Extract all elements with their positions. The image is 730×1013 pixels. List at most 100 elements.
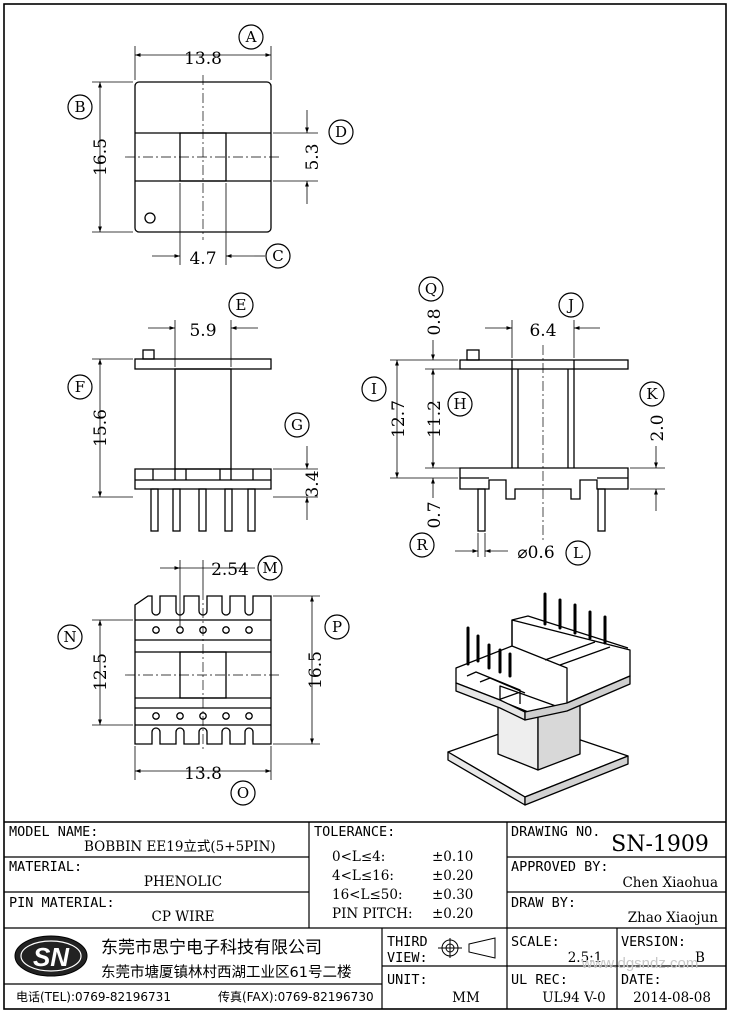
bottom-pin-hole-4 — [222, 626, 230, 634]
top-view — [92, 46, 318, 265]
company-name: 东莞市思宁电子科技有限公司 — [101, 938, 322, 958]
tolerance-value-1: ±0.10 — [432, 849, 473, 865]
bottom-pin-hole-1 — [152, 626, 160, 634]
callout-n: N — [63, 628, 76, 646]
dim-c-text: 4.7 — [189, 249, 216, 269]
front-view-base — [134, 468, 272, 490]
pin-one-mark — [144, 212, 156, 224]
bottom-pin-hole-9 — [222, 712, 230, 720]
dim-l-text: ⌀0.6 — [517, 543, 554, 563]
company-logo: SN — [14, 935, 88, 977]
dim-m-text: 2.54 — [211, 560, 249, 580]
callout-g: G — [291, 416, 303, 434]
ul-rec-value: UL94 V-0 — [542, 990, 605, 1006]
dim-h-text: 11.2 — [425, 400, 445, 438]
material-label: MATERIAL: — [9, 859, 82, 875]
date-value: 2014-08-08 — [633, 990, 711, 1006]
scale-label: SCALE: — [511, 934, 560, 950]
isometric-view — [447, 592, 631, 806]
dim-r-text: 0.7 — [425, 501, 445, 528]
third-angle-projection-icon — [438, 937, 496, 959]
bottom-pin-hole-10 — [245, 712, 253, 720]
pin-material-label: PIN MATERIAL: — [9, 895, 115, 911]
unit-label: UNIT: — [387, 972, 428, 988]
dim-j-text: 6.4 — [529, 321, 556, 341]
dim-d-text: 5.3 — [303, 143, 323, 170]
side-view-top-nub — [466, 349, 480, 361]
dim-b-text: 16.5 — [91, 138, 111, 176]
side-view-top-flange — [459, 359, 629, 370]
draw-by-value: Zhao Xiaojun — [628, 910, 719, 926]
front-pin-4 — [224, 488, 233, 532]
callout-i: I — [371, 380, 377, 398]
version-label: VERSION: — [621, 934, 686, 950]
callout-r: R — [416, 536, 428, 554]
drawing-no-value: SN-1909 — [611, 832, 709, 857]
callout-h: H — [453, 395, 466, 413]
tolerance-range-3: 16<L≤50: — [332, 887, 403, 903]
dim-o-text: 13.8 — [184, 764, 222, 784]
dim-p-text: 16.5 — [306, 651, 326, 689]
tolerance-range-1: 0<L≤4: — [332, 849, 385, 865]
front-pin-5 — [247, 488, 256, 532]
callout-c: C — [272, 247, 283, 265]
front-view-winding-tube — [174, 368, 232, 470]
callout-p: P — [332, 618, 342, 636]
side-pin-right — [597, 488, 606, 532]
model-name-value: BOBBIN EE19立式(5+5PIN) — [84, 839, 276, 855]
tolerance-value-4: ±0.20 — [432, 906, 473, 922]
front-pin-1 — [150, 488, 159, 532]
bottom-pin-hole-2 — [176, 626, 184, 634]
dim-k-text: 2.0 — [648, 414, 668, 441]
dim-e-text: 5.9 — [189, 321, 216, 341]
tolerance-range-2: 4<L≤16: — [332, 868, 394, 884]
unit-value: MM — [452, 990, 480, 1006]
callout-e: E — [236, 296, 247, 314]
company-fax: 传真(FAX):0769-82196730 — [218, 989, 374, 1004]
side-view-base — [459, 467, 629, 500]
bottom-pin-hole-5 — [245, 626, 253, 634]
callout-k: K — [646, 385, 658, 403]
bottom-pin-hole-7 — [176, 712, 184, 720]
callout-l: L — [573, 544, 583, 562]
company-tel: 电话(TEL):0769-82196731 — [16, 990, 171, 1004]
callout-a: A — [245, 28, 257, 46]
bottom-view — [92, 560, 320, 780]
dim-f-text: 15.6 — [91, 409, 111, 447]
tolerance-range-4: PIN PITCH: — [332, 906, 413, 922]
pin-material-value: CP WIRE — [152, 909, 215, 925]
logo-text: SN — [33, 942, 70, 972]
side-view — [390, 320, 665, 557]
bottom-view-outline — [134, 595, 272, 745]
tolerance-value-3: ±0.30 — [432, 887, 473, 903]
third-view-label-2: VIEW: — [387, 950, 428, 966]
callout-m: M — [262, 559, 277, 577]
callout-o: O — [237, 784, 249, 802]
side-pin-left — [477, 488, 486, 532]
callout-b: B — [74, 98, 85, 116]
dim-q-text: 0.8 — [425, 308, 445, 335]
front-view-top-flange — [134, 358, 272, 370]
bottom-pin-hole-6 — [152, 712, 160, 720]
dim-i-text: 12.7 — [389, 400, 409, 438]
title-block — [4, 821, 726, 1009]
scale-value: 2.5:1 — [568, 950, 603, 966]
draw-by-label: DRAW BY: — [511, 895, 576, 911]
sheet-border — [3, 3, 727, 1010]
front-view — [92, 320, 318, 532]
tolerance-value-2: ±0.20 — [432, 868, 473, 884]
dim-g-text: 3.4 — [303, 470, 323, 497]
callout-f: F — [75, 378, 85, 396]
material-value: PHENOLIC — [144, 874, 222, 890]
company-address: 东莞市塘厦镇林村西湖工业区61号二楼 — [101, 964, 351, 981]
approved-by-label: APPROVED BY: — [511, 859, 609, 875]
version-value: B — [695, 950, 705, 966]
dim-a-text: 13.8 — [184, 49, 222, 69]
tolerance-label: TOLERANCE: — [314, 824, 395, 840]
callout-q: Q — [425, 280, 437, 298]
watermark: www.dgsndz.com — [581, 955, 699, 972]
callout-d: D — [335, 123, 347, 141]
third-view-label-1: THIRD — [387, 934, 428, 950]
model-name-label: MODEL NAME: — [9, 824, 98, 840]
